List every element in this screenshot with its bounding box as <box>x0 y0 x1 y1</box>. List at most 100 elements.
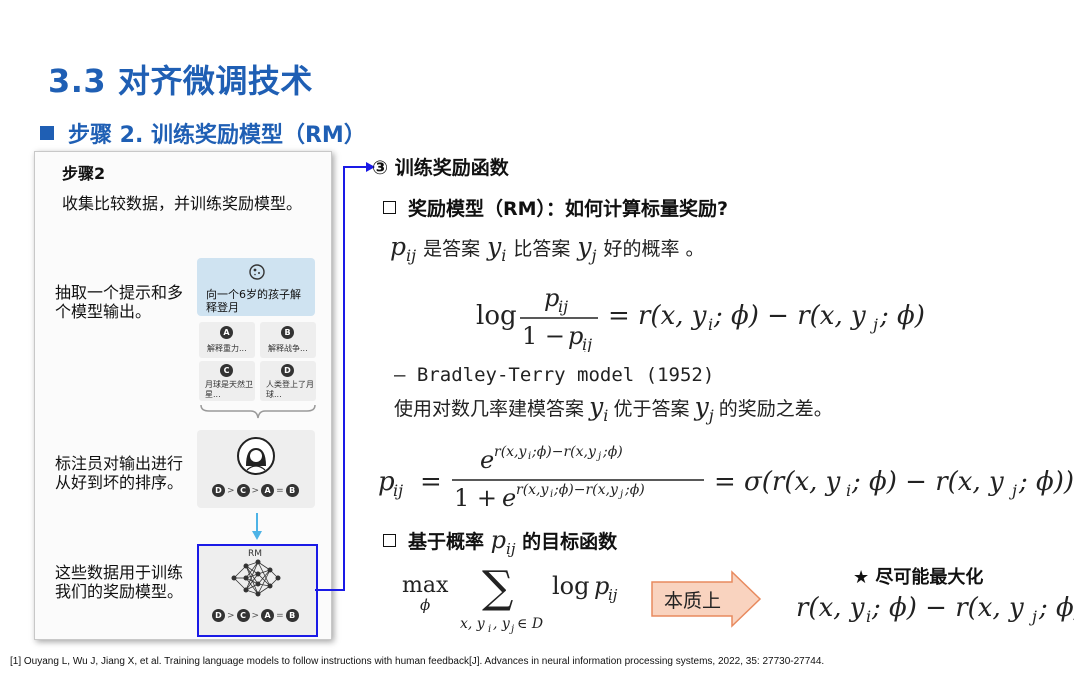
connector-arrow <box>315 162 375 591</box>
checkbox-bullet-icon-2 <box>383 534 396 547</box>
svg-text:p: p <box>594 572 609 600</box>
svg-text:ij: ij <box>558 297 568 316</box>
rank-3-badge: A <box>261 484 275 497</box>
svg-text:1 +: 1 + <box>454 484 497 512</box>
svg-text:j: j <box>509 624 514 635</box>
rank-1-badge: D <box>212 484 225 497</box>
svg-text:j: j <box>1029 607 1037 626</box>
option-c-text: 月球是天然卫星... <box>205 380 253 399</box>
down-arrow-icon <box>252 513 262 540</box>
svg-text:i: i <box>550 489 553 500</box>
question-2-text-a: 基于概率 <box>408 531 485 553</box>
svg-text:e: e <box>502 484 516 512</box>
svg-text:1 −: 1 − <box>522 322 565 350</box>
rm-ranking: D>C>A=B <box>212 609 299 622</box>
option-b-text: 解释战争... <box>268 344 308 353</box>
bt-description: 使用对数几率建模答案 yi 优于答案 yj 的奖励之差。 <box>394 392 833 425</box>
essence-arrow <box>651 570 762 628</box>
svg-text:∈ D: ∈ D <box>517 616 543 632</box>
svg-text:log: log <box>476 301 517 331</box>
svg-text:;ϕ): ;ϕ) <box>602 444 623 460</box>
step-label: 步骤2 <box>62 164 106 183</box>
svg-text:; ϕ) − r(x, y: ; ϕ) − r(x, y <box>851 467 1004 497</box>
option-a-badge: A <box>220 326 233 339</box>
option-c-badge: C <box>220 364 233 377</box>
svg-text:=: = <box>608 301 630 331</box>
svg-text:, y: , y <box>493 616 511 632</box>
svg-text:i: i <box>846 481 851 500</box>
page-title: 3.3 对齐微调技术 <box>48 62 313 100</box>
svg-text:j: j <box>1009 481 1017 500</box>
checkbox-bullet-icon <box>383 201 396 214</box>
svg-text:ϕ: ϕ <box>420 596 430 614</box>
question-2-text-b: 的目标函数 <box>522 531 618 553</box>
svg-text:ij: ij <box>608 586 618 604</box>
svg-text:=: = <box>714 467 736 497</box>
svg-text:;ϕ)−r(x,y: ;ϕ)−r(x,y <box>531 444 597 460</box>
svg-text:; ϕ) − r(x, y: ; ϕ) − r(x, y <box>713 301 866 331</box>
prompt-box <box>197 258 315 316</box>
bullet-square-icon <box>40 126 54 140</box>
neural-network-icon <box>231 559 281 597</box>
svg-text:max: max <box>402 573 449 598</box>
svg-text:; ϕ)): ; ϕ)) <box>1018 467 1074 497</box>
svg-text:log: log <box>552 572 590 600</box>
option-a-text: 解释重力... <box>207 344 247 353</box>
svg-text:i: i <box>528 451 531 462</box>
svg-text:r(x, y: r(x, y <box>796 593 865 623</box>
label-step-label: 标注员对输出进行从好到坏的排序。 <box>55 454 184 492</box>
pij-desc-3: 好的概率 。 <box>603 238 705 260</box>
svg-text:p: p <box>378 467 395 497</box>
rm-rank-2-badge: C <box>236 609 250 622</box>
rank-4-badge: B <box>285 484 299 497</box>
question-2: 基于概率 pij 的目标函数 <box>383 526 617 558</box>
svg-text:σ(r(x, y: σ(r(x, y <box>744 467 841 497</box>
svg-text:ij: ij <box>393 481 403 500</box>
pij-definition: pij 是答案 yi 比答案 yj 好的概率 。 <box>390 232 705 265</box>
svg-text:; ϕ) − r(x, y: ; ϕ) − r(x, y <box>871 593 1024 623</box>
svg-text:;ϕ)−r(x,y: ;ϕ)−r(x,y <box>553 482 619 498</box>
option-d-text: 人类登上了月球... <box>266 380 314 399</box>
bt-desc-2: 优于答案 <box>613 398 690 420</box>
pij-desc-1: 是答案 <box>423 238 481 260</box>
svg-text:=: = <box>420 467 442 497</box>
svg-text:;ϕ): ;ϕ) <box>624 482 645 498</box>
essence-label: 本质上 <box>664 590 722 612</box>
svg-text:i: i <box>488 624 491 635</box>
svg-text:r(x, y: r(x, y <box>638 301 707 331</box>
svg-text:i: i <box>866 607 871 626</box>
svg-text:p: p <box>568 322 583 350</box>
svg-text:∑: ∑ <box>482 562 513 613</box>
svg-text:e: e <box>480 446 494 474</box>
step-description: 收集比较数据，并训练奖励模型。 <box>62 194 303 213</box>
svg-text:r(x,y: r(x,y <box>516 482 550 498</box>
svg-text:j: j <box>618 489 623 500</box>
labeler-avatar-icon <box>237 437 275 475</box>
reward-difference-formula: r(x, yi; ϕ) − r(x, y j; ϕ) <box>796 593 1074 626</box>
rm-rank-3-badge: A <box>261 609 275 622</box>
option-d-badge: D <box>281 364 294 377</box>
question-1-text: 奖励模型（RM）：如何计算标量奖励? <box>408 198 729 220</box>
maximize-label: ★ 尽可能最大化 <box>853 567 984 588</box>
svg-text:; ϕ): ; ϕ) <box>879 301 925 331</box>
svg-text:j: j <box>870 315 878 334</box>
group-brace <box>200 404 316 419</box>
section-title: ③ 训练奖励函数 <box>372 157 509 179</box>
svg-text:p: p <box>544 284 559 312</box>
rm-step-label: 这些数据用于训练我们的奖励模型。 <box>55 563 184 601</box>
rm-rank-1-badge: D <box>212 609 225 622</box>
bt-desc-3: 的奖励之差。 <box>718 398 833 420</box>
planet-icon <box>249 264 265 280</box>
prompt-text: 向一个6岁的孩子解释登月 <box>206 288 301 314</box>
subtitle-text: 步骤 2. 训练奖励模型（RM） <box>68 123 366 148</box>
bt-desc-1: 使用对数几率建模答案 <box>394 398 585 420</box>
sample-label: 抽取一个提示和多个模型输出。 <box>55 283 184 321</box>
svg-text:i: i <box>708 315 713 334</box>
svg-text:; ϕ): ; ϕ) <box>1038 593 1074 623</box>
svg-text:j: j <box>596 451 601 462</box>
rank-2-badge: C <box>236 484 250 497</box>
bradley-terry-label: — Bradley-Terry model (1952) <box>394 364 715 386</box>
